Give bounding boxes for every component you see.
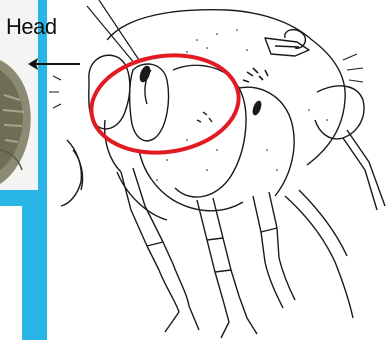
photo-panel-lower [0, 206, 22, 340]
insect-line-drawing [47, 0, 391, 340]
thorax-outline [107, 10, 345, 165]
head-highlight-ellipse [85, 46, 245, 162]
head-arrow [24, 54, 104, 74]
insect-drawing-panel [47, 0, 391, 340]
head-label: Head [6, 16, 57, 38]
